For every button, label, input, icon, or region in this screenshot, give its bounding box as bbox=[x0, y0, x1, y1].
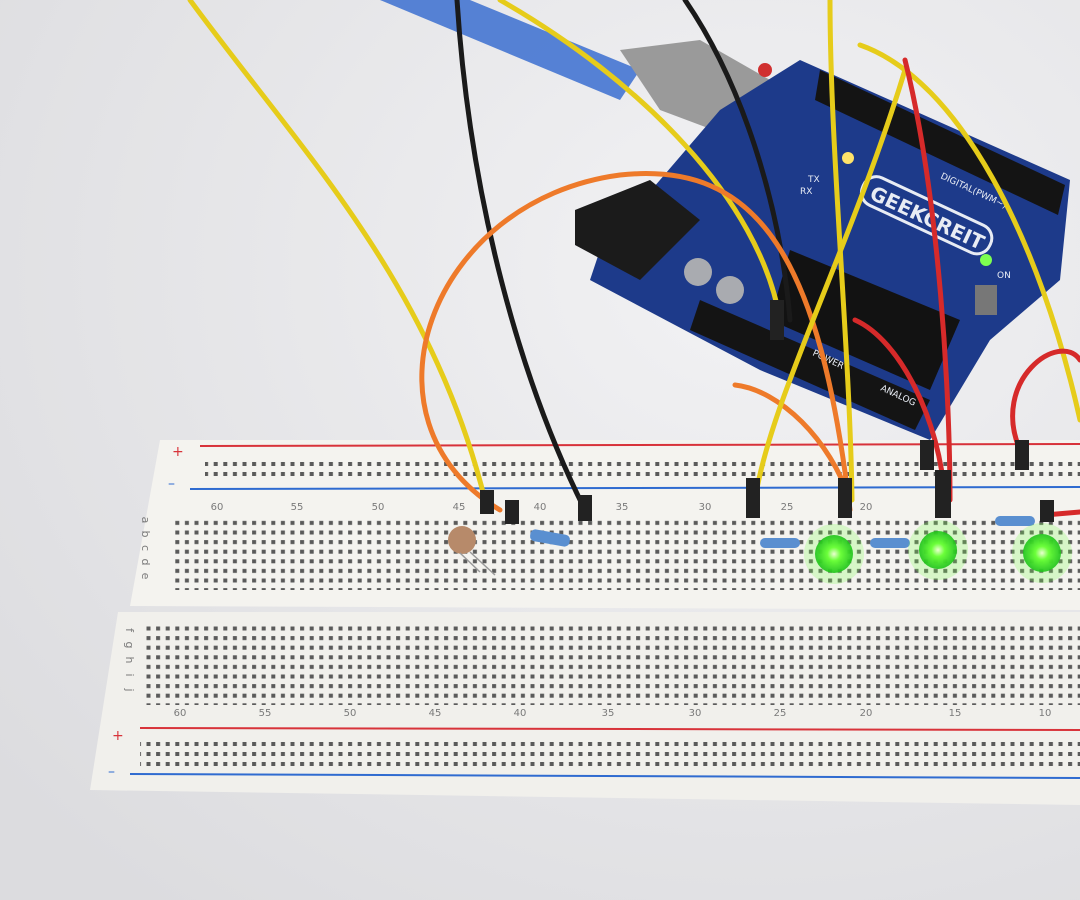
column-number: 35 bbox=[616, 502, 629, 513]
led-1 bbox=[815, 535, 853, 573]
led-2 bbox=[919, 531, 957, 569]
top-negative-rail-line bbox=[189, 486, 1080, 490]
leds bbox=[804, 520, 1072, 584]
wire-yellow bbox=[752, 67, 908, 503]
wire-red bbox=[902, 57, 953, 503]
column-number: 30 bbox=[699, 502, 712, 513]
row-letter: c bbox=[139, 545, 152, 551]
row-letter: e bbox=[139, 573, 152, 580]
wire-black bbox=[682, 0, 793, 323]
column-number: 25 bbox=[781, 502, 794, 513]
column-number: 55 bbox=[291, 502, 304, 513]
column-number: 40 bbox=[514, 708, 527, 719]
power-led-green bbox=[980, 254, 992, 266]
column-number: 15 bbox=[949, 708, 962, 719]
column-number: 40 bbox=[534, 502, 547, 513]
photoresistor bbox=[448, 526, 496, 576]
digital-header bbox=[815, 70, 1065, 215]
row-letter: h bbox=[123, 657, 136, 664]
row-letter: j bbox=[123, 687, 136, 691]
led-3 bbox=[1023, 534, 1061, 572]
top-minus-sign: – bbox=[168, 476, 175, 492]
status-led-yellow bbox=[842, 152, 854, 164]
top-plus-sign: + bbox=[172, 444, 184, 460]
column-number: 35 bbox=[602, 708, 615, 719]
column-number: 55 bbox=[259, 708, 272, 719]
column-number: 10 bbox=[1039, 708, 1052, 719]
wire-plugs bbox=[480, 300, 1054, 524]
reset-button bbox=[758, 63, 772, 77]
resistors bbox=[530, 516, 1035, 548]
microcontroller-chip bbox=[770, 250, 960, 390]
column-number: 45 bbox=[429, 708, 442, 719]
icsp-header bbox=[975, 285, 997, 315]
top-power-rail-holes bbox=[205, 456, 1080, 480]
row-letter: b bbox=[139, 531, 152, 538]
breadboard: + – + – 60 55 50 45 40 35 30 25 20 60 55 50 45 40 35 30… bbox=[90, 440, 1080, 805]
column-number: 20 bbox=[860, 708, 873, 719]
row-letter: d bbox=[139, 559, 152, 566]
row-letter: i bbox=[123, 673, 136, 676]
power-jack bbox=[575, 180, 700, 280]
wire-orange bbox=[419, 171, 853, 513]
capacitor bbox=[716, 276, 744, 304]
column-number: 20 bbox=[860, 502, 873, 513]
tx-label: TX bbox=[807, 175, 820, 185]
row-letter: a bbox=[139, 517, 152, 524]
power-analog-header bbox=[690, 300, 930, 430]
bottom-power-rail-holes bbox=[140, 738, 1080, 768]
column-number: 60 bbox=[174, 708, 187, 719]
rx-label: RX bbox=[800, 187, 812, 197]
on-label: ON bbox=[997, 271, 1011, 281]
bottom-minus-sign: – bbox=[108, 764, 115, 780]
row-letter: g bbox=[123, 642, 136, 649]
bottom-positive-rail-line bbox=[139, 727, 1080, 731]
column-number: 60 bbox=[211, 502, 224, 513]
column-number: 30 bbox=[689, 708, 702, 719]
capacitor bbox=[684, 258, 712, 286]
column-number: 45 bbox=[453, 502, 466, 513]
wire-yellow bbox=[497, 0, 783, 323]
row-letter: f bbox=[123, 628, 136, 633]
arduino-board: GEEKCREIT DIGITAL(PWM~) TX RX ON POWER A… bbox=[575, 60, 1070, 440]
jumper-wires bbox=[187, 0, 1080, 518]
wire-black bbox=[454, 0, 588, 513]
bottom-plus-sign: + bbox=[112, 728, 124, 744]
wire-yellow bbox=[187, 0, 488, 503]
bottom-terminal-holes bbox=[145, 625, 1080, 705]
column-number: 50 bbox=[344, 708, 357, 719]
column-number: 25 bbox=[774, 708, 787, 719]
bottom-negative-rail-line bbox=[129, 773, 1080, 779]
wire-yellow bbox=[857, 42, 1080, 423]
column-number: 50 bbox=[372, 502, 385, 513]
wire-red bbox=[1010, 348, 1080, 453]
